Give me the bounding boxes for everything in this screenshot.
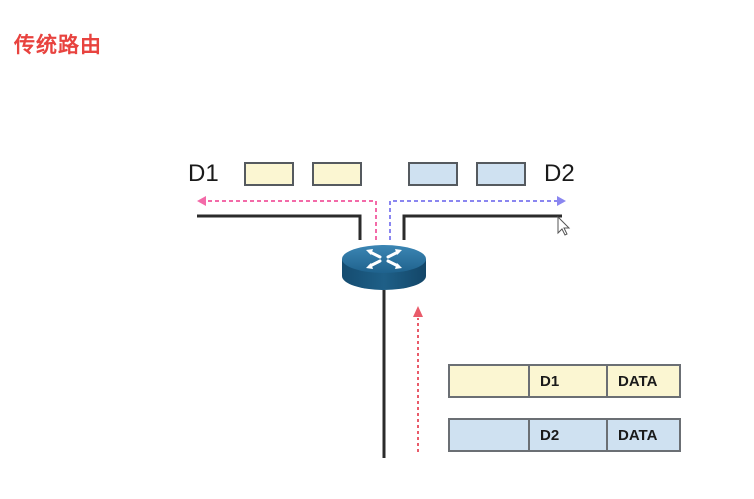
destination-label-d2: D2 xyxy=(544,160,575,187)
packet-blue xyxy=(408,162,458,186)
blue-dashed-arrow xyxy=(389,200,557,240)
packet-yellow xyxy=(312,162,362,186)
slide-title: 传统路由 xyxy=(14,33,102,57)
pink-arrowhead xyxy=(197,196,206,206)
destination-label-d1: D1 xyxy=(188,160,219,187)
pink-dashed-arrow xyxy=(205,200,377,240)
frame-data-cell: DATA xyxy=(606,366,679,396)
blue-arrowhead xyxy=(557,196,566,206)
frame-blank-cell xyxy=(450,366,528,396)
frame-blank-cell xyxy=(450,420,528,450)
frame-dest-cell: D2 xyxy=(528,420,606,450)
mouse-cursor-icon xyxy=(557,215,571,236)
incoming-arrowhead xyxy=(413,306,423,317)
frame-d1: D1 DATA xyxy=(448,364,681,398)
frame-data-cell: DATA xyxy=(606,420,679,450)
packet-yellow xyxy=(244,162,294,186)
network-bus-line xyxy=(197,214,362,240)
network-bus-line-right xyxy=(402,214,562,240)
router-icon xyxy=(342,245,426,290)
packet-blue xyxy=(476,162,526,186)
frame-d2: D2 DATA xyxy=(448,418,681,452)
frame-dest-cell: D1 xyxy=(528,366,606,396)
